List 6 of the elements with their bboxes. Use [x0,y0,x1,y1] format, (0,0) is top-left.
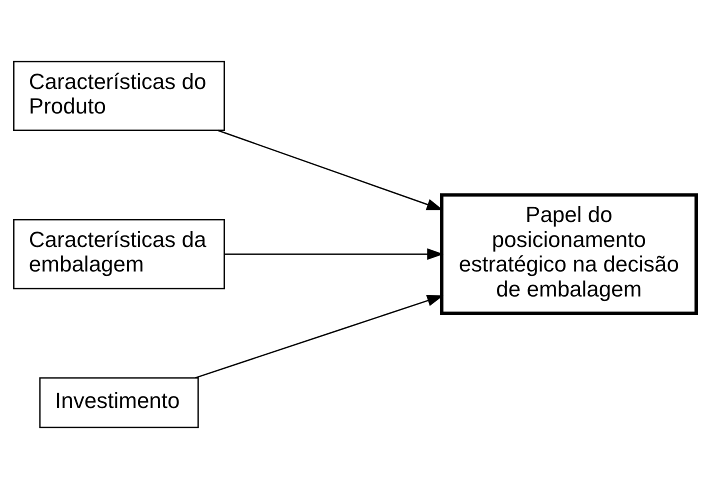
arrow [224,248,444,260]
node-box: Características da embalagem [13,219,225,290]
node-box: Características do Produto [13,60,225,131]
arrow [195,295,444,378]
node-box: Papel do posicionamento estratégico na decisão de embalagem [440,193,698,316]
node-box: Investimento [39,377,199,428]
